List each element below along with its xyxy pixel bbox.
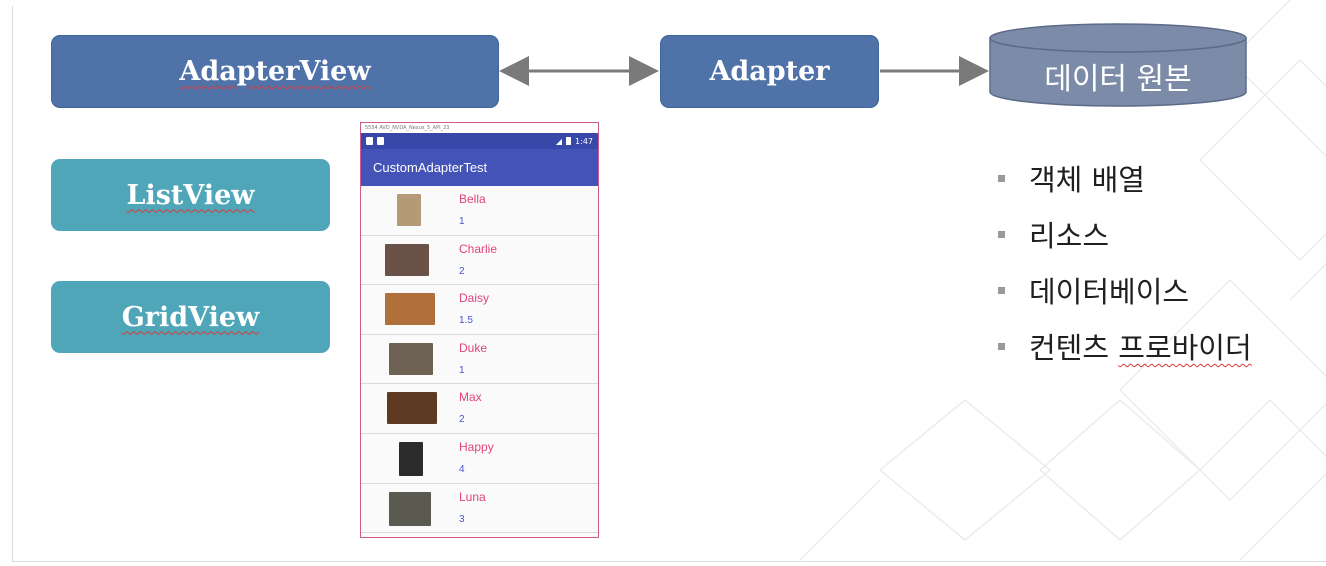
adapter-box: Adapter <box>660 35 879 108</box>
list-item: 데이터베이스 <box>998 262 1252 318</box>
battery-icon <box>566 137 572 145</box>
list-row[interactable]: Charlie 2 <box>361 236 598 286</box>
list-row[interactable]: Happy 4 <box>361 434 598 484</box>
bullet-icon <box>998 174 1005 182</box>
sd-card-icon <box>377 137 384 145</box>
pet-value: 4 <box>459 463 465 475</box>
datasource-list: 객체 배열 리소스 데이터베이스 컨텐츠 프로바이더 <box>998 150 1252 374</box>
list-item: 컨텐츠 프로바이더 <box>998 318 1252 374</box>
list-row[interactable]: Max 2 <box>361 384 598 434</box>
pet-photo <box>387 392 437 425</box>
pet-photo <box>385 293 435 326</box>
pet-name: Happy <box>459 439 494 454</box>
status-bar: ◢ 1:47 <box>361 133 598 149</box>
listview-box: ListView <box>51 159 330 231</box>
list-row[interactable]: Daisy 1.5 <box>361 285 598 335</box>
adapterview-label: AdapterView <box>179 56 371 87</box>
pet-value: 2 <box>459 265 465 277</box>
list-row[interactable]: Duke 1 <box>361 335 598 385</box>
list-item: 객체 배열 <box>998 150 1252 206</box>
pet-photo <box>389 491 431 526</box>
bullet-icon <box>998 286 1005 294</box>
pet-name: Bella <box>459 192 486 206</box>
notification-icon <box>366 137 373 145</box>
list-item-label-prefix: 컨텐츠 <box>1029 331 1119 365</box>
pet-name: Luna <box>459 489 486 504</box>
adapterview-box: AdapterView <box>51 35 499 108</box>
phone-screenshot: 5554 AVD_NVDA_Nexus_5_API_23 ◢ 1:47 Cust… <box>360 122 599 538</box>
gridview-label: GridView <box>121 301 260 333</box>
pet-name: Charlie <box>459 241 498 256</box>
pet-photo <box>385 243 429 276</box>
pet-value: 2 <box>459 414 465 426</box>
list-item-label: 데이터베이스 <box>1029 275 1190 309</box>
pet-photo <box>399 441 423 476</box>
pet-name: Duke <box>459 340 488 355</box>
list-row[interactable]: Bella 1 <box>361 186 598 236</box>
signal-icon: ◢ <box>555 136 563 146</box>
list-item-label: 리소스 <box>1029 219 1110 253</box>
emulator-title-bar: 5554 AVD_NVDA_Nexus_5_API_23 <box>361 123 598 133</box>
pet-photo <box>389 342 433 375</box>
pet-value: 1.5 <box>459 315 473 327</box>
app-title: CustomAdapterTest <box>373 160 488 175</box>
pet-name: Max <box>459 390 482 405</box>
pet-value: 1 <box>459 364 465 376</box>
pet-value: 3 <box>459 513 465 525</box>
pet-value: 1 <box>459 216 465 227</box>
listview-label: ListView <box>126 179 255 211</box>
list-item: 리소스 <box>998 206 1252 262</box>
list-item-label-suffix: 프로바이더 <box>1118 331 1252 365</box>
list-row[interactable]: Luna 3 <box>361 484 598 534</box>
list-item-label: 객체 배열 <box>1029 163 1145 197</box>
pet-name: Daisy <box>459 291 490 306</box>
gridview-box: GridView <box>51 281 330 353</box>
bullet-icon <box>998 230 1005 238</box>
clock: 1:47 <box>575 136 593 146</box>
app-title-bar: CustomAdapterTest <box>361 149 598 186</box>
datasource-label: 데이터 원본 <box>1044 62 1192 97</box>
pet-photo <box>397 194 421 226</box>
adapter-label: Adapter <box>709 56 830 87</box>
bullet-icon <box>998 342 1005 350</box>
